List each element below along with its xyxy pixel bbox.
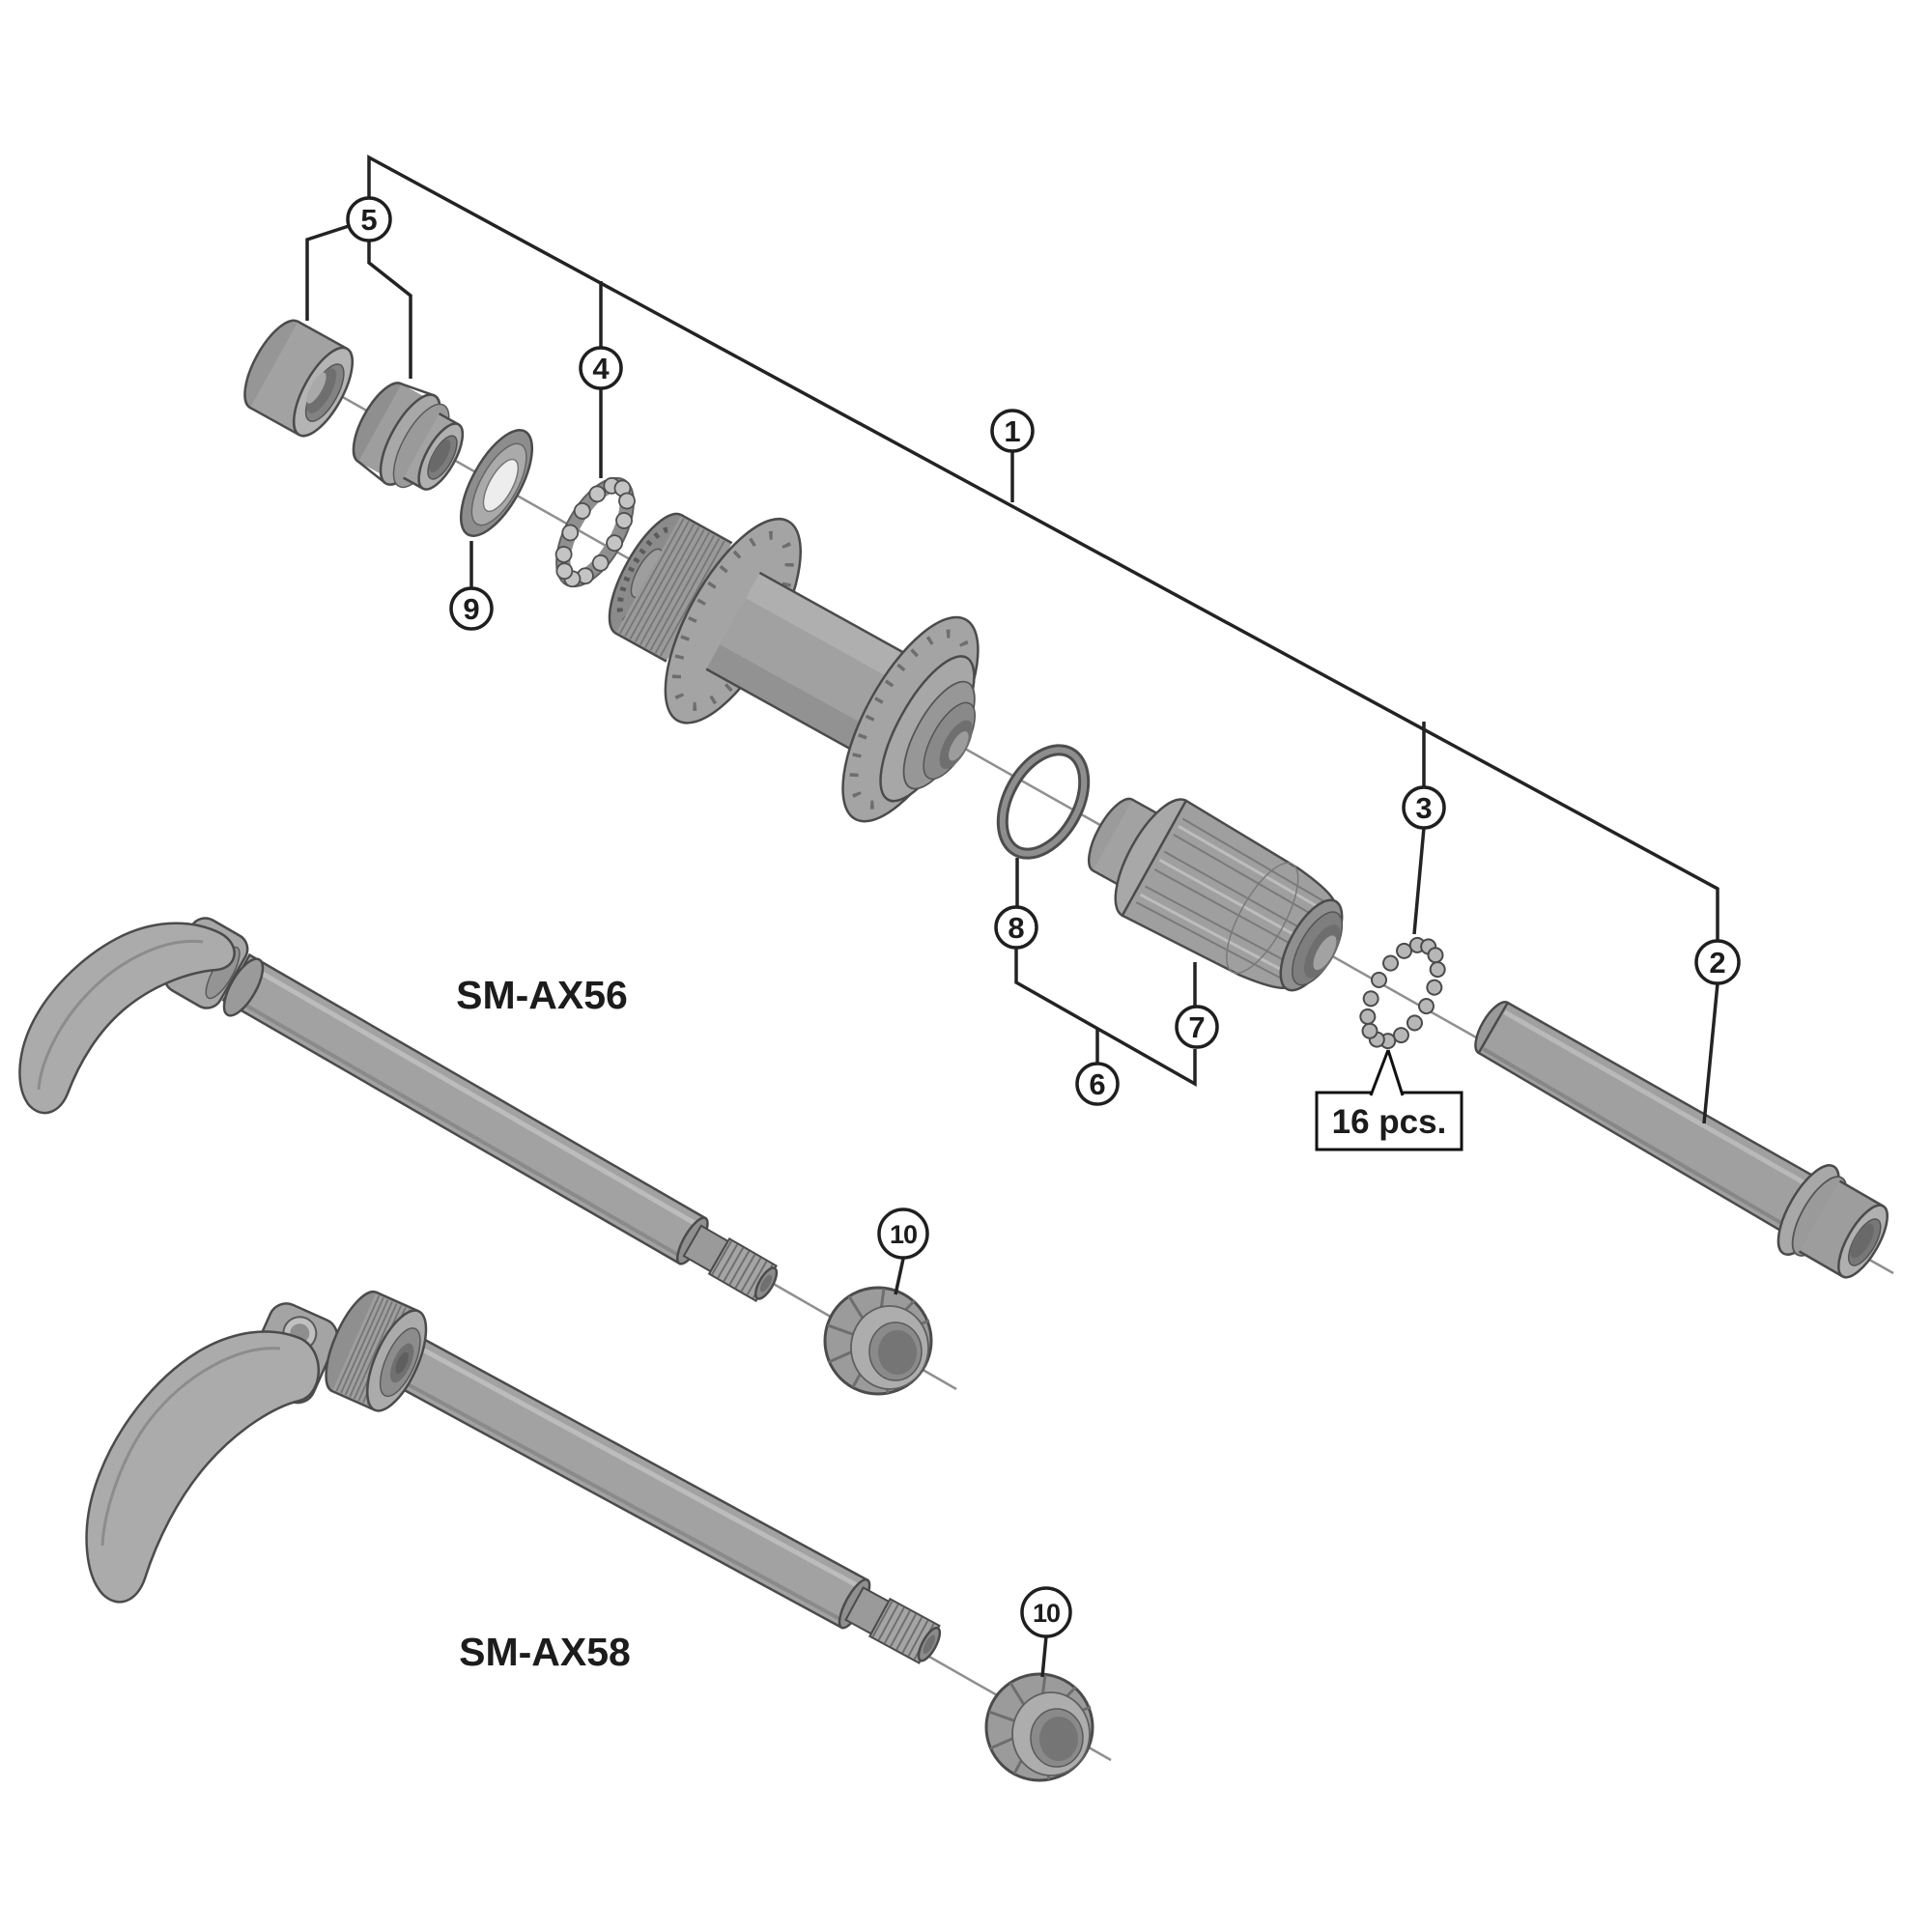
- ax56-shaft: [221, 952, 779, 1303]
- ax58-knurled-adjuster: [325, 1290, 428, 1412]
- callout-6-number: 6: [1089, 1067, 1105, 1101]
- ax58-end-nut: [984, 1672, 1094, 1782]
- ax56-lever-blade-shading: [37, 939, 204, 1091]
- part-freehub-body: [1087, 797, 1344, 992]
- part-seal-washer: [459, 429, 534, 537]
- callout-10-upper: 10: [877, 1208, 929, 1260]
- callout-9-number: 9: [463, 592, 479, 626]
- bracket-item5-right: [367, 242, 412, 379]
- ax58-lever-blade-shading: [100, 1347, 281, 1547]
- ax58-assembly: [85, 1290, 1094, 1782]
- callout-1-number: 1: [1004, 414, 1020, 448]
- axis-lines: [241, 348, 1894, 1762]
- ax56-end-nut: [823, 1286, 933, 1396]
- callout-2: 2: [1694, 939, 1741, 985]
- label-sm-ax58: SM-AX58: [459, 1630, 631, 1674]
- callout-7: 7: [1175, 1005, 1219, 1049]
- label-sm-ax56: SM-AX56: [456, 973, 628, 1017]
- callout-7-number: 7: [1188, 1010, 1205, 1044]
- ax56-serrated-washer: [222, 957, 265, 1017]
- leader-lines: [305, 155, 1719, 1678]
- part-hub-shell: [608, 512, 980, 823]
- bracket-item6: [1014, 949, 1197, 1088]
- leader-item10-upper: [894, 1258, 905, 1295]
- callout-5: 5: [346, 196, 392, 242]
- callout-3-number: 3: [1415, 791, 1432, 825]
- callout-3: 3: [1402, 785, 1446, 830]
- callout-4-number: 4: [592, 352, 610, 385]
- callout-10-lower-number: 10: [1033, 1599, 1060, 1628]
- callout-2-number: 2: [1709, 946, 1725, 980]
- leader-item10-lower: [1040, 1635, 1048, 1678]
- leader-item3-lower: [1412, 827, 1426, 935]
- ax56-assembly: [18, 917, 933, 1396]
- callout-10-upper-number: 10: [890, 1220, 917, 1249]
- bracket-item5-left: [305, 224, 350, 321]
- callout-9: 9: [449, 586, 494, 631]
- bearing-count-callout: 16 pcs.: [1315, 1049, 1463, 1151]
- bearing-count-text: 16 pcs.: [1332, 1103, 1447, 1141]
- ax58-shaft: [394, 1336, 942, 1664]
- callout-8-number: 8: [1008, 911, 1024, 945]
- leader-item2: [1702, 982, 1719, 1124]
- callout-6: 6: [1075, 1062, 1120, 1106]
- ax58-lever-blade: [85, 1330, 320, 1604]
- part-o-ring: [996, 744, 1091, 860]
- callout-5-number: 5: [360, 203, 377, 237]
- part-bearing-retainer-left: [554, 476, 636, 588]
- callouts: 1 2 3 4 5 6 7 8: [346, 196, 1741, 1638]
- part-lock-nut: [352, 382, 465, 491]
- callout-10-lower: 10: [1020, 1586, 1072, 1638]
- bracket-item1: [367, 155, 1719, 941]
- part-hub-axle: [1474, 1001, 1889, 1279]
- ax56-lever-blade: [18, 922, 236, 1115]
- callout-1: 1: [990, 409, 1035, 453]
- part-ball-bearing-ring: [1359, 936, 1446, 1050]
- callout-4: 4: [579, 346, 623, 390]
- callout-8: 8: [994, 905, 1038, 950]
- part-end-cap: [243, 319, 355, 438]
